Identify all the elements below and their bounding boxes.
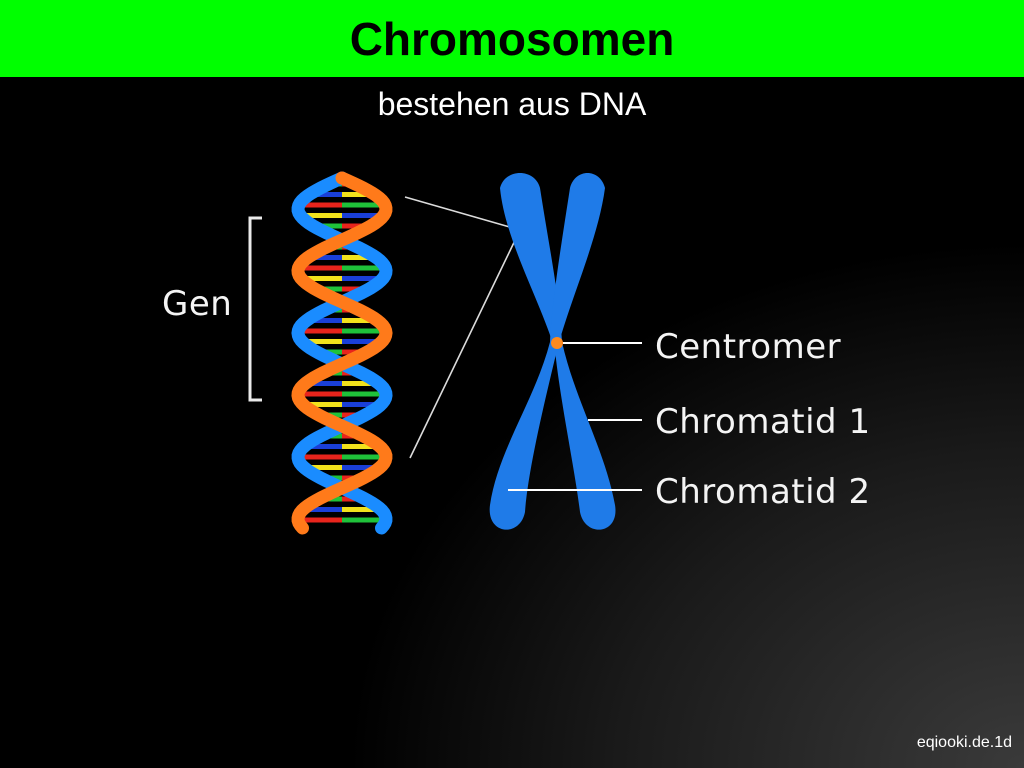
centromere-dot <box>551 337 563 349</box>
chromatid-1-shape <box>500 173 616 530</box>
chromosome <box>489 173 616 530</box>
zoom-line-top <box>404 196 521 231</box>
centromer-label: Centromer <box>655 327 842 367</box>
gen-bracket <box>248 216 262 402</box>
gen-label: Gen <box>162 284 233 324</box>
zoom-line-bottom <box>409 229 521 459</box>
page-title: Chromosomen <box>349 12 675 65</box>
title-bar: Chromosomen <box>0 0 1024 77</box>
subtitle: bestehen aus DNA <box>377 86 647 122</box>
chromatid1-label: Chromatid 1 <box>655 402 871 442</box>
dna-helix <box>291 171 393 535</box>
footer-source: eqiooki.de.1d <box>916 734 1012 751</box>
chromatid-2-shape <box>489 173 605 530</box>
dna-strand-orange <box>291 171 393 535</box>
dna-strand-blue <box>291 171 393 535</box>
chromatid2-label: Chromatid 2 <box>655 472 871 512</box>
